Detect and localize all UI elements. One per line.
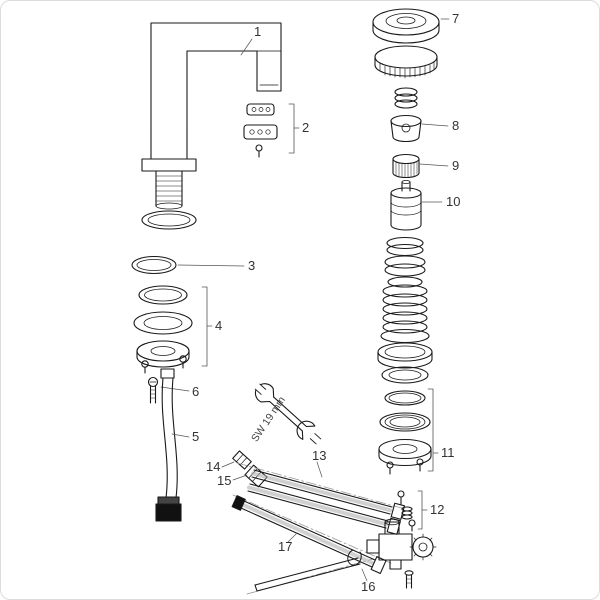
leader-part-5 — [171, 433, 190, 438]
leader-part-3 — [177, 264, 245, 267]
part-angle-valve — [366, 518, 437, 589]
part-springs — [384, 236, 426, 277]
part-lower-hose — [231, 495, 387, 575]
part-label-17: 17 — [278, 539, 292, 554]
part-fastening-set — [378, 390, 432, 475]
leader-part-13 — [316, 461, 323, 478]
part-label-1: 1 — [254, 24, 261, 39]
part-mounting-nut — [377, 342, 433, 384]
bracket-part-11 — [427, 388, 439, 472]
part-cartridge — [390, 179, 422, 231]
leader-part-6 — [160, 386, 190, 392]
part-label-2: 2 — [302, 120, 309, 135]
part-label-15: 15 — [217, 473, 231, 488]
part-knurled-nut — [374, 45, 438, 79]
part-supply-hoses — [247, 469, 406, 535]
part-label-4: 4 — [215, 318, 222, 333]
part-aerator-inserts — [243, 103, 278, 158]
leader-part-15 — [232, 474, 248, 481]
part-spout-body — [141, 22, 282, 230]
part-label-3: 3 — [248, 258, 255, 273]
part-pull-rod — [155, 368, 182, 522]
part-small-parts-set — [397, 490, 416, 532]
part-fitting-14 — [232, 450, 252, 470]
bracket-part-2 — [288, 103, 300, 154]
part-label-13: 13 — [312, 448, 326, 463]
leader-part-16 — [361, 568, 368, 582]
part-label-5: 5 — [192, 429, 199, 444]
bracket-part-12 — [417, 490, 428, 530]
part-label-6: 6 — [192, 384, 199, 399]
part-screw — [147, 376, 159, 404]
leader-part-1 — [240, 38, 253, 56]
part-knurled-sleeve — [392, 153, 420, 179]
part-label-9: 9 — [452, 158, 459, 173]
part-label-7: 7 — [452, 11, 459, 26]
leader-part-17 — [287, 533, 297, 543]
leader-part-14 — [221, 461, 235, 468]
part-o-ring — [131, 255, 177, 275]
part-label-14: 14 — [206, 459, 220, 474]
part-push-button — [390, 114, 422, 143]
leader-part-9 — [419, 163, 449, 167]
part-bellows-tailpiece — [380, 276, 430, 344]
wrench-icon — [254, 383, 322, 445]
part-label-12: 12 — [430, 502, 444, 517]
part-label-8: 8 — [452, 118, 459, 133]
bracket-part-4 — [201, 286, 213, 367]
part-small-spring — [394, 87, 418, 109]
part-label-16: 16 — [361, 579, 375, 594]
part-seal-stack — [133, 285, 193, 374]
part-label-10: 10 — [446, 194, 460, 209]
part-handle-cap — [372, 8, 440, 44]
part-label-11: 11 — [441, 445, 455, 460]
leader-part-8 — [421, 123, 449, 127]
part-outlet-pipe — [254, 549, 362, 592]
